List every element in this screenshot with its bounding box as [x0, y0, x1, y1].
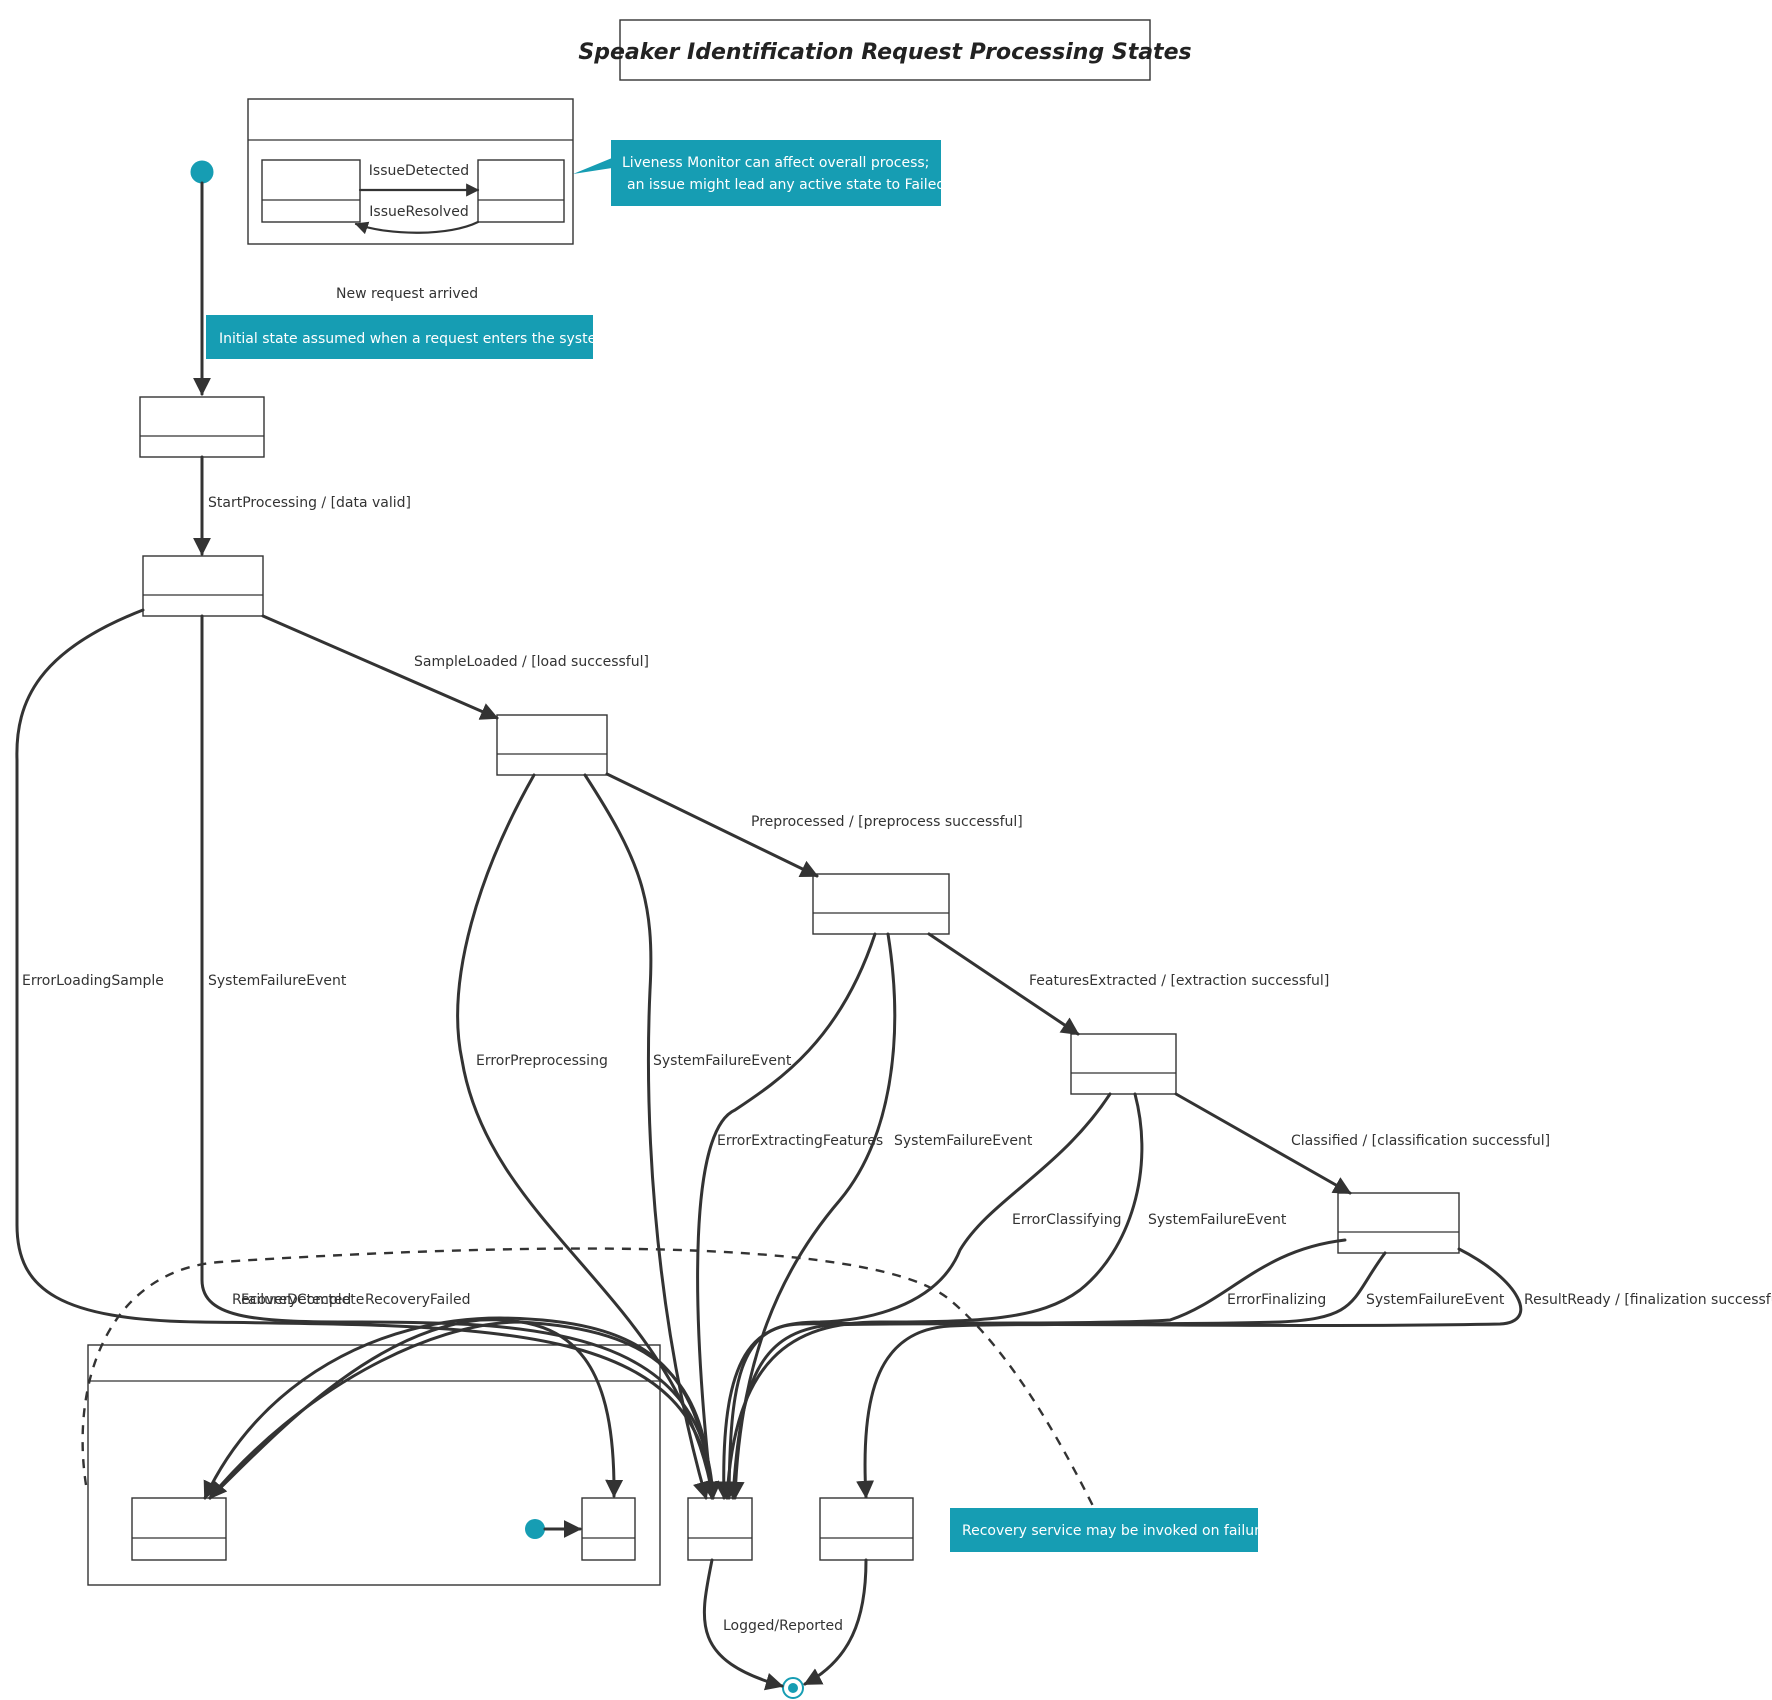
- logged-reported-label: Logged/Reported: [723, 1618, 843, 1634]
- system-failure-1-label: SystemFailureEvent: [208, 973, 347, 989]
- system-failure-1-edge: [200, 614, 722, 1500]
- error-extracting-features-edge: [696, 932, 877, 1500]
- recovery-state-idle[interactable]: [581, 1497, 636, 1561]
- error-finalizing-edge: [720, 1238, 1347, 1500]
- liveness-monitor-composite: IssueDetected IssueResolved: [247, 98, 574, 245]
- state-classifying[interactable]: [1070, 1033, 1177, 1095]
- sample-loaded-label: SampleLoaded / [load successful]: [414, 654, 649, 670]
- error-classifying-label: ErrorClassifying: [1012, 1212, 1121, 1228]
- state-completed[interactable]: [819, 1497, 914, 1561]
- system-failure-4-edge: [718, 1092, 1144, 1500]
- recovery-note-text: Recovery service may be invoked on failu…: [962, 1523, 1273, 1539]
- system-failure-3-edge: [726, 932, 897, 1500]
- features-extracted-label: FeaturesExtracted / [extraction successf…: [1029, 973, 1329, 989]
- liveness-note-line2: an issue might lead any active state to …: [627, 177, 950, 193]
- classified-label: Classified / [classification successful]: [1291, 1133, 1550, 1149]
- error-finalizing-label: ErrorFinalizing: [1227, 1292, 1326, 1308]
- recovery-failed-edge: [208, 1318, 624, 1500]
- state-failed[interactable]: [687, 1497, 753, 1561]
- preprocessed-edge: [605, 772, 819, 878]
- issue-resolved-edge: [354, 220, 480, 235]
- system-failure-4-label: SystemFailureEvent: [1148, 1212, 1287, 1228]
- issue-detected-label: IssueDetected: [369, 163, 469, 179]
- initial-state-dot: [190, 160, 214, 184]
- error-loading-sample-edge: [15, 608, 720, 1500]
- system-failure-2-edge: [583, 773, 711, 1500]
- error-extracting-features-label: ErrorExtractingFeatures: [717, 1133, 883, 1149]
- recovery-state-attempt[interactable]: [131, 1497, 227, 1561]
- title-box: Speaker Identification Request Processin…: [578, 19, 1192, 81]
- result-ready-edge: [856, 1247, 1523, 1499]
- logged-reported-edge: [702, 1558, 784, 1691]
- result-ready-label: ResultReady / [finalization successful]: [1524, 1292, 1772, 1308]
- failure-detected-label: FailureDetected: [241, 1292, 351, 1308]
- liveness-note: Liveness Monitor can affect overall proc…: [573, 140, 950, 206]
- error-classifying-edge: [714, 1092, 1112, 1500]
- classified-edge: [1174, 1092, 1352, 1195]
- preprocessed-label: Preprocessed / [preprocess successful]: [751, 814, 1023, 830]
- final-state: [782, 1677, 804, 1699]
- recovery-composite: [87, 1344, 661, 1586]
- system-failure-3-label: SystemFailureEvent: [894, 1133, 1033, 1149]
- sample-loaded-edge: [261, 614, 499, 720]
- system-failure-5-label: SystemFailureEvent: [1366, 1292, 1505, 1308]
- features-extracted-edge: [927, 932, 1080, 1036]
- state-extracting-features[interactable]: [812, 873, 950, 935]
- new-request-label: New request arrived: [336, 286, 478, 302]
- state-preprocessing[interactable]: [496, 714, 608, 776]
- error-loading-sample-label: ErrorLoadingSample: [22, 973, 164, 989]
- liveness-state-b[interactable]: [477, 159, 565, 223]
- initial-note: Initial state assumed when a request ent…: [206, 315, 614, 359]
- start-processing-label: StartProcessing / [data valid]: [208, 495, 411, 511]
- recovery-initial-dot: [525, 1519, 545, 1539]
- recovery-failed-label: RecoveryFailed: [365, 1292, 471, 1308]
- error-preprocessing-label: ErrorPreprocessing: [476, 1053, 608, 1069]
- liveness-note-line1: Liveness Monitor can affect overall proc…: [622, 155, 929, 171]
- completed-final-edge: [803, 1558, 868, 1686]
- state-finalizing[interactable]: [1337, 1192, 1460, 1254]
- system-failure-5-edge: [724, 1251, 1387, 1500]
- page-title: Speaker Identification Request Processin…: [578, 40, 1191, 65]
- state-received[interactable]: [139, 396, 265, 458]
- system-failure-2-label: SystemFailureEvent: [653, 1053, 792, 1069]
- recovery-complete-label: RecoveryComplete: [232, 1292, 364, 1308]
- liveness-state-a[interactable]: [261, 159, 361, 223]
- issue-resolved-label: IssueResolved: [369, 204, 468, 220]
- recovery-note: Recovery service may be invoked on failu…: [950, 1508, 1273, 1552]
- initial-note-text: Initial state assumed when a request ent…: [219, 331, 614, 347]
- state-loading-sample[interactable]: [142, 555, 264, 617]
